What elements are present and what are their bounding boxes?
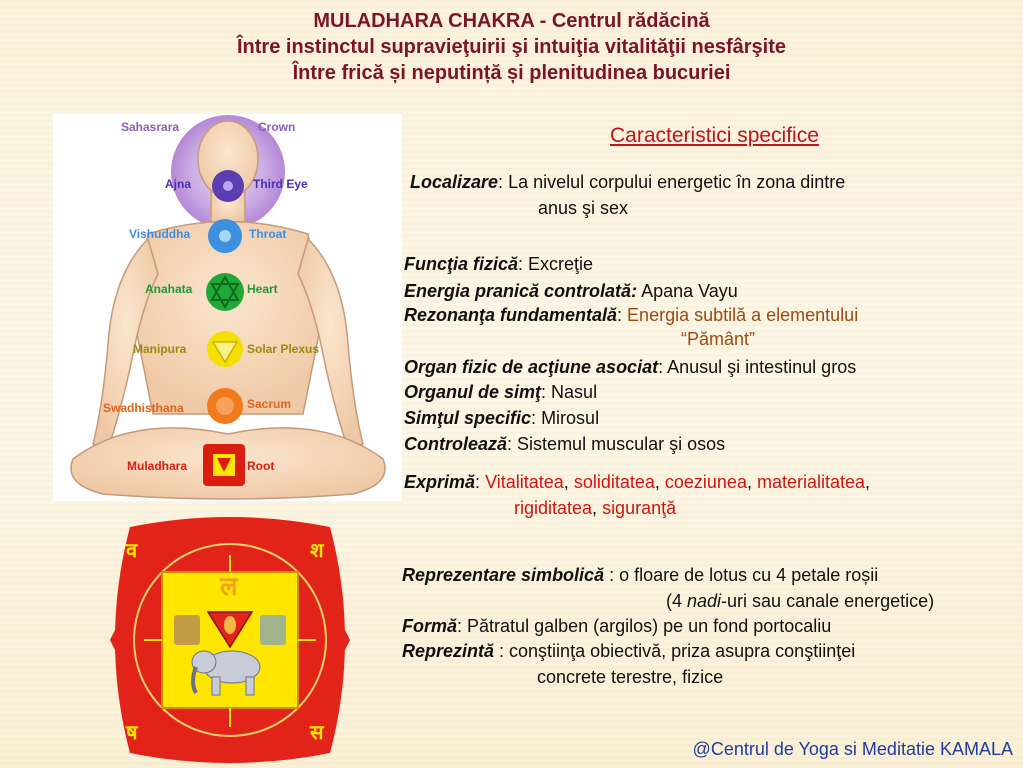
label-anahata: Anahata <box>145 282 193 296</box>
lotus-yantra-image: ल व श ष स <box>110 517 350 763</box>
label-third-eye: Third Eye <box>253 177 308 191</box>
bija-lam-icon: ल <box>219 571 239 601</box>
localizare-label: Localizare <box>410 172 499 192</box>
muladhara-yantra: ल व श ष स <box>110 517 350 763</box>
localizare-line-2: anus şi sex <box>538 198 629 218</box>
anahata-chakra-icon <box>206 273 244 311</box>
label-sahasrara: Sahasrara <box>121 120 179 134</box>
rezonanta-line-2: “Pământ” <box>681 329 756 349</box>
label-throat: Throat <box>249 227 286 241</box>
localizare-line-1: Localizare: La nivelul corpului energeti… <box>410 172 846 192</box>
meditating-figure-image: Sahasrara Crown Ajna Third Eye Vishuddha… <box>70 115 386 500</box>
reprezentare-line-2: (4 nadi-uri sau canale energetice) <box>666 591 935 611</box>
reprezinta-line-2: concrete terestre, fizice <box>537 667 724 687</box>
label-crown: Crown <box>258 120 295 134</box>
petal-letter-top-left: व <box>125 540 138 562</box>
petal-letter-bottom-right: स <box>309 722 325 744</box>
functia-fizica: Funcţia fizică: Excreţie <box>404 254 594 274</box>
title-line-3: Între frică și neputință și plenitudinea… <box>292 62 731 84</box>
chakra-body-illustration: Sahasrara Crown Ajna Third Eye Vishuddha… <box>53 114 402 501</box>
label-muladhara: Muladhara <box>127 459 187 473</box>
localizare-value: La nivelul corpului energetic în zona di… <box>503 172 846 192</box>
exprima-line-1: Exprimă: Vitalitatea, soliditatea, coezi… <box>404 472 871 492</box>
simtul-specific: Simţul specific: Mirosul <box>404 408 600 428</box>
label-manipura: Manipura <box>133 342 187 356</box>
title-line-1: MULADHARA CHAKRA - Centrul rădăcină <box>313 10 710 32</box>
label-vishuddha: Vishuddha <box>129 227 190 241</box>
label-heart: Heart <box>247 282 278 296</box>
footer-credit: @Centrul de Yoga si Meditatie KAMALA <box>692 739 1013 759</box>
forma: Formă: Pătratul galben (argilos) pe un f… <box>402 616 832 636</box>
petal-letter-bottom-left: ष <box>125 722 139 744</box>
label-solar-plexus: Solar Plexus <box>247 342 319 356</box>
body-silhouette <box>70 120 386 500</box>
organ-actiune: Organ fizic de acţiune asociat: Anusul ş… <box>404 357 857 377</box>
label-swadhisthana: Swadhisthana <box>103 401 184 415</box>
section-heading: Caracteristici specifice <box>610 124 819 147</box>
organ-simt: Organul de simţ: Nasul <box>404 382 598 402</box>
elephant-icon <box>191 650 261 696</box>
page-title: MULADHARA CHAKRA - Centrul rădăcină Într… <box>0 8 1023 86</box>
dakini-icon <box>260 615 286 645</box>
reprezentare-line-1: Reprezentare simbolică : o floare de lot… <box>402 565 879 585</box>
petal-letter-top-right: श <box>310 540 325 562</box>
brahma-icon <box>174 615 200 645</box>
exprima-line-2: rigiditatea, siguranţă <box>514 498 677 518</box>
controleaza: Controlează: Sistemul muscular şi osos <box>404 434 726 454</box>
reprezinta-line-1: Reprezintă : conştiinţa obiectivă, priza… <box>402 641 856 661</box>
rezonanta-fundamentala: Rezonanţa fundamentală: Energia subtilă … <box>404 305 859 325</box>
label-root: Root <box>247 459 274 473</box>
energia-pranica: Energia pranică controlată: Apana Vayu <box>404 281 738 301</box>
title-line-2: Între instinctul supravieţuirii şi intui… <box>236 36 786 58</box>
label-sacrum: Sacrum <box>247 397 291 411</box>
label-ajna: Ajna <box>165 177 191 191</box>
